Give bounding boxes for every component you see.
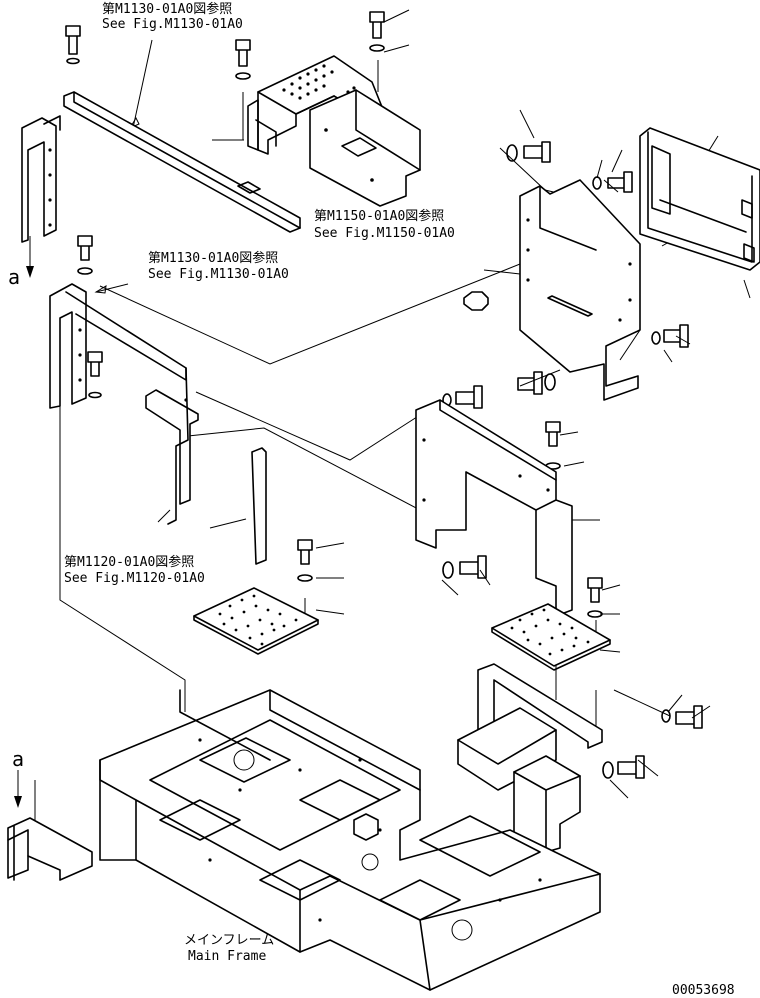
ventilation-holes (282, 64, 362, 102)
right-support-stand (457, 663, 603, 853)
bolt-icon (661, 705, 703, 729)
main-frame-label: メインフレーム Main Frame (184, 933, 274, 964)
bolt-icon (442, 555, 487, 579)
top-cover (247, 55, 385, 155)
bolt-icon (87, 351, 103, 399)
reference-en: See Fig.M1150-01A0 (314, 226, 455, 241)
bolt-icon (297, 539, 313, 582)
bolt-icon (602, 755, 645, 779)
upper-frame-rail (21, 91, 301, 278)
bolt-icon (506, 141, 551, 163)
reference-en: See Fig.M1120-01A0 (64, 571, 205, 586)
bolt-icon (651, 324, 689, 348)
floor-plate-right (491, 603, 611, 671)
drawing-number: 00053698 (672, 983, 735, 998)
reference-note-1: 第M1130-01A0図参照 See Fig.M1130-01A0 (102, 1, 243, 32)
bolt-icon (592, 171, 633, 193)
reference-note-4: 第M1120-01A0図参照 See Fig.M1120-01A0 (64, 554, 205, 586)
bolt-icon (517, 371, 556, 395)
reference-en: See Fig.M1130-01A0 (148, 267, 289, 282)
front-left-bracket (7, 770, 93, 881)
service-door-panel (639, 127, 760, 271)
marker-a-lower: a (12, 747, 24, 771)
main-frame-jp: メインフレーム (184, 933, 274, 948)
side-bracket-plate (309, 89, 421, 207)
reference-jp: 第M1120-01A0図参照 (64, 554, 194, 570)
bolt-washer-group (65, 11, 703, 779)
left-upright-frame (49, 283, 267, 565)
reference-en: See Fig.M1130-01A0 (102, 17, 243, 32)
marker-a-upper: a (8, 265, 20, 289)
bolt-icon (77, 235, 93, 275)
partition-panel (415, 399, 573, 617)
reference-note-3: 第M1130-01A0図参照 See Fig.M1130-01A0 (148, 250, 289, 282)
bolt-icon (235, 39, 251, 80)
reference-jp: 第M1150-01A0図参照 (314, 208, 444, 224)
bolt-icon (587, 577, 603, 618)
bolt-icon (545, 421, 561, 470)
reference-note-2: 第M1150-01A0図参照 See Fig.M1150-01A0 (314, 208, 455, 241)
bolt-icon (65, 25, 81, 65)
reference-jp: 第M1130-01A0図参照 (148, 250, 278, 266)
main-frame (99, 689, 601, 991)
cover-plate-right (519, 179, 641, 401)
main-frame-en: Main Frame (188, 949, 266, 964)
bolt-icon (369, 11, 385, 52)
floor-plate-left (193, 587, 319, 655)
reference-jp: 第M1130-01A0図参照 (102, 1, 232, 17)
nut-icon (463, 291, 489, 311)
